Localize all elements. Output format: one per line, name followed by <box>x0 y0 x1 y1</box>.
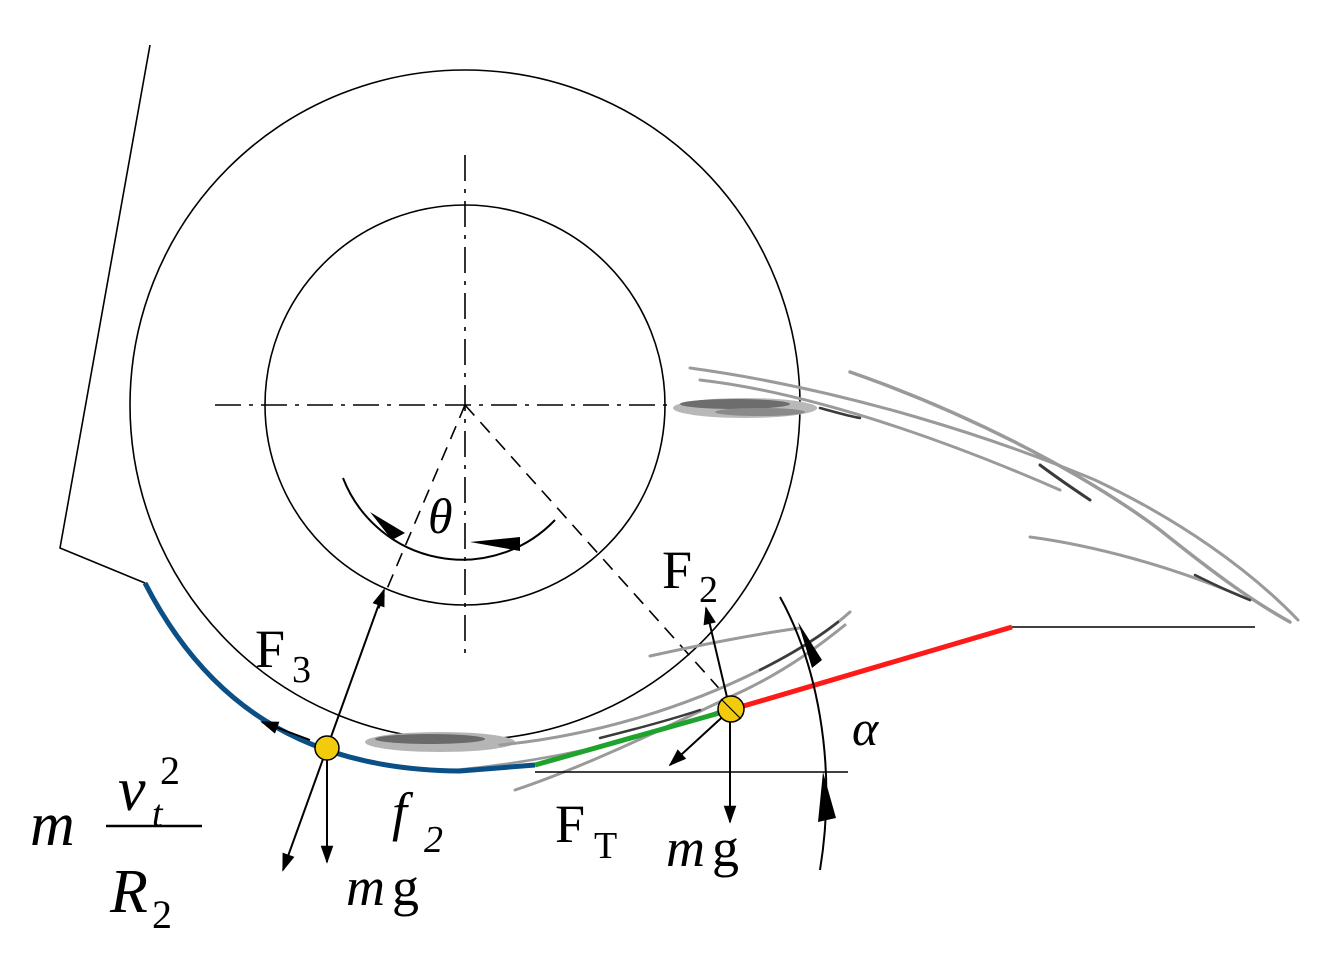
theta-arrowhead-left <box>370 512 405 540</box>
straw-bundle-upper <box>673 366 1300 624</box>
alpha-angle-arc <box>779 596 828 871</box>
theta-arrowhead-right <box>470 537 520 551</box>
f2-arrow <box>260 721 311 741</box>
svg-text:T: T <box>594 825 617 867</box>
straw-bundle-lower <box>365 610 852 792</box>
housing-outline <box>59 44 151 584</box>
particle-left <box>314 735 340 761</box>
alpha-label: α <box>852 700 880 756</box>
svg-text:F: F <box>255 619 285 679</box>
FT-arrow <box>668 709 731 767</box>
radial-dash-left <box>377 404 466 611</box>
svg-text:m: m <box>666 818 705 878</box>
radial-dash-right <box>464 404 726 696</box>
svg-text:F: F <box>555 794 585 854</box>
svg-text:2: 2 <box>152 892 172 937</box>
svg-text:m: m <box>30 791 75 859</box>
inclined-segment <box>729 624 1013 713</box>
F3-arrow <box>326 588 385 749</box>
particle-right-cross <box>720 698 742 720</box>
FT-label: F T <box>555 794 617 867</box>
alpha-arrowhead-lower <box>818 772 836 822</box>
svg-text:R: R <box>109 858 148 926</box>
centripetal-force-label: m v t 2 R 2 <box>30 748 202 937</box>
mg-left-label: m g <box>346 857 419 917</box>
svg-text:t: t <box>152 793 164 835</box>
f2-label: f 2 <box>392 782 443 861</box>
svg-text:2: 2 <box>699 569 718 611</box>
F2-arrow <box>703 606 731 711</box>
alpha-arrowhead-upper <box>798 622 822 668</box>
theta-label: θ <box>428 488 453 544</box>
svg-text:F: F <box>662 540 692 600</box>
F2-label: F 2 <box>662 540 718 611</box>
transition-segment <box>534 707 731 768</box>
theta-angle-arc <box>342 477 556 561</box>
svg-text:2: 2 <box>160 748 180 793</box>
mg-right-label: m g <box>666 818 739 878</box>
svg-text:2: 2 <box>424 819 443 861</box>
centripetal-arrow <box>282 747 328 872</box>
svg-text:f: f <box>392 782 414 842</box>
svg-text:g: g <box>392 857 419 917</box>
svg-text:v: v <box>118 756 146 824</box>
svg-text:3: 3 <box>292 649 311 691</box>
svg-text:g: g <box>712 818 739 878</box>
svg-text:m: m <box>346 857 385 917</box>
F3-label: F 3 <box>255 619 311 691</box>
